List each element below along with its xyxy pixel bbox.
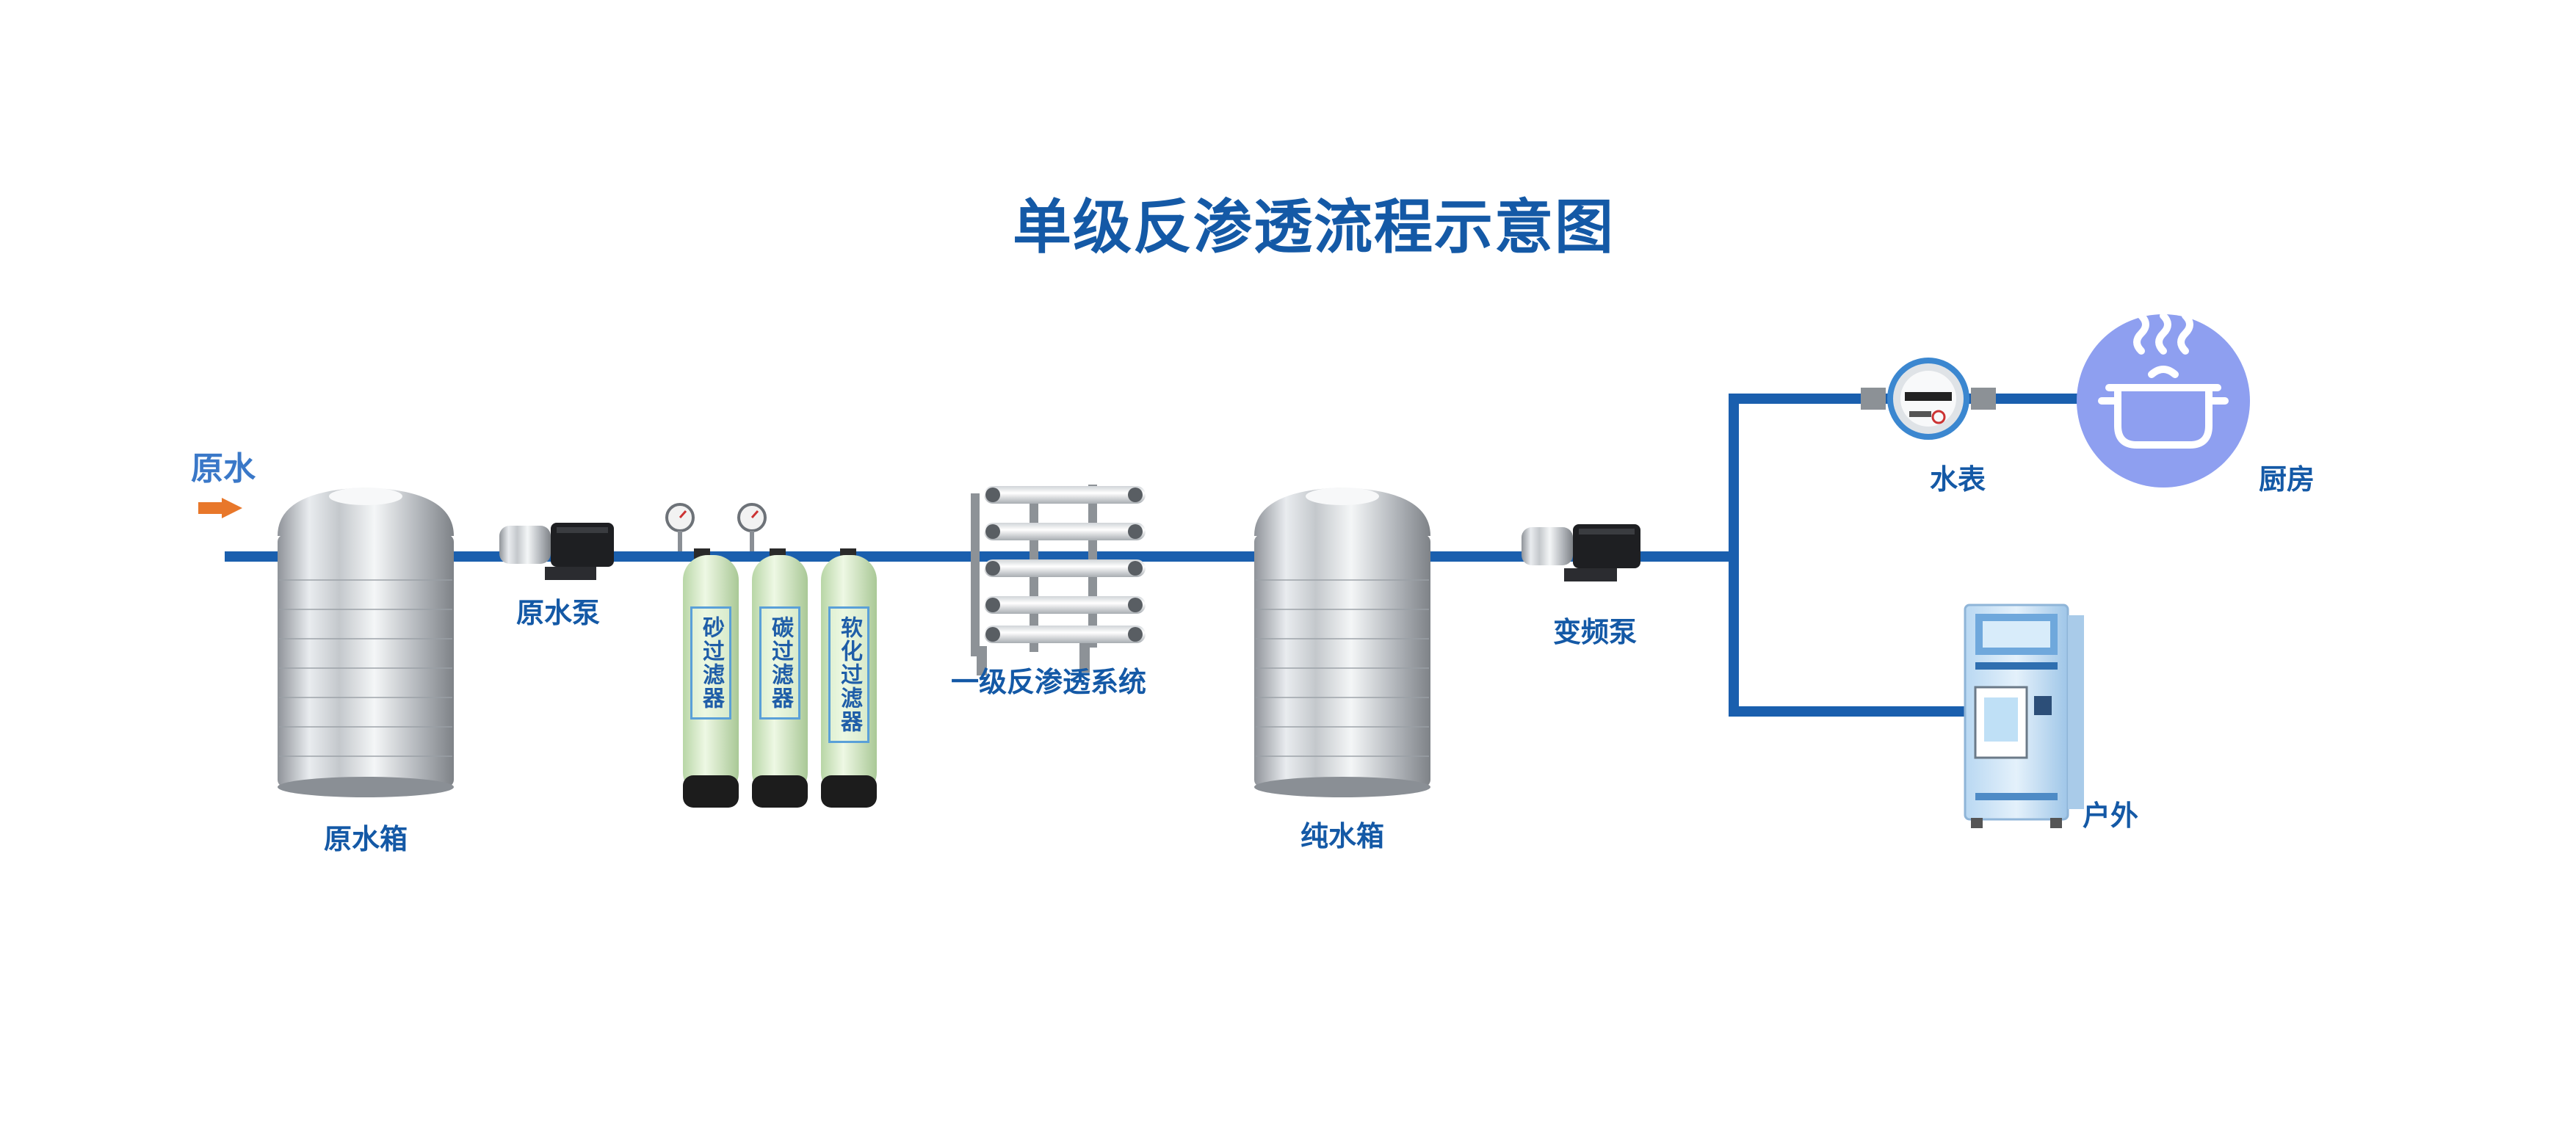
ro-system-label: 一级反渗透系统 — [950, 666, 1147, 698]
raw-water-tank — [278, 488, 454, 797]
pressure-gauge-icon — [665, 503, 695, 551]
raw-water-label: 原水 — [191, 450, 256, 488]
arrow-right-icon — [198, 498, 242, 518]
pure-tank-label: 纯水箱 — [1300, 820, 1385, 852]
cooking-pot-icon — [2077, 312, 2250, 488]
softener-filter-label: 软化过滤器 — [828, 606, 869, 743]
water-meter-icon — [1861, 358, 1996, 440]
kitchen-label: 厨房 — [2258, 463, 2315, 496]
vfd-pump-label: 变频泵 — [1552, 616, 1638, 648]
page-title: 单级反渗透流程示意图 — [1013, 193, 1615, 261]
vfd-pump — [1522, 524, 1640, 581]
outdoor-label: 户外 — [2082, 800, 2139, 832]
carbon-filter-label: 碳过滤器 — [759, 606, 800, 720]
ro-membrane-rack — [971, 485, 1146, 675]
pressure-gauge-icon — [737, 503, 767, 551]
raw-pump-label: 原水泵 — [515, 597, 601, 629]
sand-filter-label: 砂过滤器 — [690, 606, 731, 720]
water-meter-label: 水表 — [1929, 463, 1986, 496]
raw-water-pump — [499, 523, 614, 580]
pure-water-tank — [1254, 488, 1430, 797]
water-vending-kiosk — [1964, 604, 2084, 828]
raw-tank-label: 原水箱 — [323, 823, 408, 855]
